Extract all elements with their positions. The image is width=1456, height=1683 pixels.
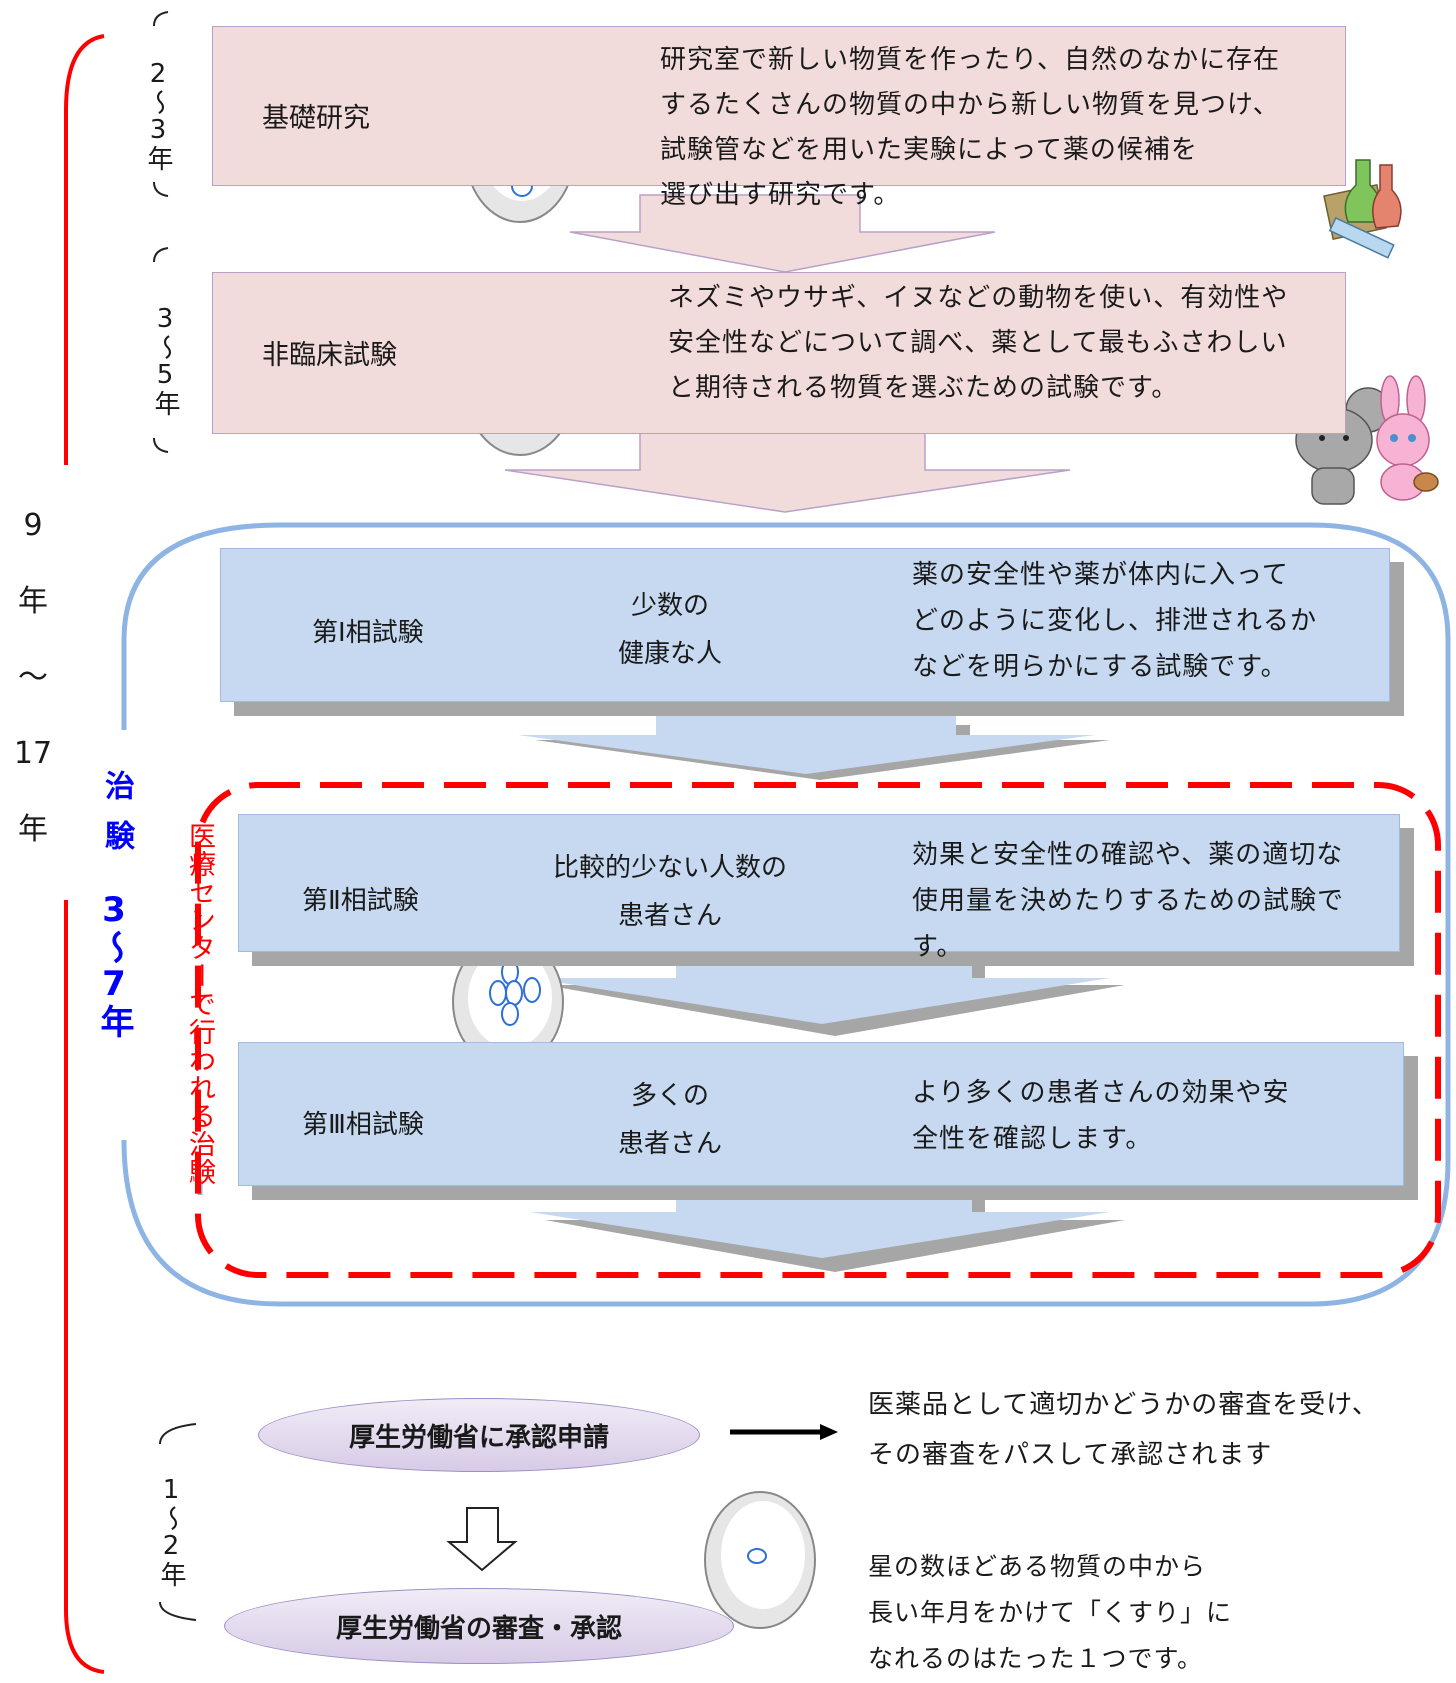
stage-nonclinical-label: 非臨床試験 <box>262 340 397 371</box>
total-years-char: 〜 <box>18 660 48 695</box>
years-bracket-nonclinical <box>153 247 169 453</box>
stage-basic-box <box>212 26 1346 186</box>
arrow-basic-to-nonclinical <box>569 194 996 273</box>
arrow-apply-note-head <box>820 1424 838 1440</box>
total-years-char: 年 <box>18 812 48 847</box>
years-bracket-basic <box>153 11 169 197</box>
desc-line: ネズミやウサギ、イヌなどの動物を使い、有効性や <box>668 283 1289 313</box>
apply-note: 医薬品として適切かどうかの審査を受け、 その審査をパスして承認されます <box>868 1380 1448 1480</box>
desc-line: どのように変化し、排泄されるか <box>912 606 1318 636</box>
years-approval: 1〜2年 <box>156 1475 186 1587</box>
desc-line: す。 <box>912 932 964 962</box>
total-years-char: 9 <box>23 508 43 543</box>
phase2-box <box>238 814 1400 952</box>
lab-flask-icon <box>1323 159 1402 259</box>
desc-line: 薬の安全性や薬が体内に入って <box>912 560 1289 590</box>
arrow-apply-to-review <box>446 1507 518 1572</box>
desc-line: と期待される物質を選ぶための試験です。 <box>668 373 1179 403</box>
stage-nonclinical-desc: ネズミやウサギ、イヌなどの動物を使い、有効性や 安全性などについて調べ、薬として… <box>668 276 1358 411</box>
phase2-label: 第Ⅱ相試験 <box>302 886 419 916</box>
note-line: 長い年月をかけて「くすり」に <box>868 1598 1233 1627</box>
trial-label: 治験 <box>99 770 134 870</box>
desc-line: より多くの患者さんの効果や安 <box>912 1078 1290 1108</box>
review-oval: 厚生労働省の審査・承認 <box>224 1588 734 1664</box>
who-line: 比較的少ない人数の <box>552 853 787 883</box>
years-bracket-approval <box>159 1423 197 1621</box>
note-line: その審査をパスして承認されます <box>868 1440 1273 1470</box>
total-years-char: 年 <box>18 584 48 619</box>
desc-line: するたくさんの物質の中から新しい物質を見つけ、 <box>660 90 1280 120</box>
arrow-phase3-to-approval <box>530 1188 1110 1258</box>
note-line: 医薬品として適切かどうかの審査を受け、 <box>868 1390 1379 1420</box>
desc-line: 研究室で新しい物質を作ったり、自然のなかに存在 <box>660 45 1280 75</box>
desc-line: 試験管などを用いた実験によって薬の候補を <box>660 135 1198 165</box>
phase3-desc: より多くの患者さんの効果や安 全性を確認します。 <box>912 1070 1372 1162</box>
who-line: 患者さん <box>617 1129 722 1159</box>
medical-center-label: 医療センターで行われる治験 <box>184 822 215 1186</box>
note-line: なれるのはたった１つです。 <box>868 1644 1204 1673</box>
phase2-desc: 効果と安全性の確認や、薬の適切な 使用量を決めたりするための試験で す。 <box>912 832 1392 970</box>
years-nonclinical: 3〜5年 <box>150 304 180 416</box>
total-years-char: 17 <box>13 736 53 771</box>
desc-line: 安全性などについて調べ、薬として最もふさわしい <box>668 328 1288 358</box>
total-bracket-top <box>64 34 105 465</box>
petri-dish-final-icon <box>704 1491 816 1629</box>
total-bracket-bottom <box>64 900 105 1674</box>
phase1-label: 第Ⅰ相試験 <box>312 618 424 648</box>
stage-basic-desc: 研究室で新しい物質を作ったり、自然のなかに存在 するたくさんの物質の中から新しい… <box>660 38 1350 218</box>
phase1-box <box>220 548 1390 702</box>
who-line: 少数の <box>630 591 709 621</box>
note-line: 星の数ほどある物質の中から <box>868 1552 1207 1581</box>
years-basic: 2〜3年 <box>143 59 173 171</box>
stage-nonclinical-box <box>212 272 1346 434</box>
total-years: 9 年 〜 17 年 <box>10 488 56 868</box>
arrow-phase1-to-2 <box>518 712 1095 774</box>
arrow-phase2-to-3 <box>530 952 1110 1024</box>
trial-duration: 3〜7年 <box>94 890 134 1038</box>
rabbit-icon <box>1376 375 1439 501</box>
phase1-desc: 薬の安全性や薬が体内に入って どのように変化し、排泄されるか などを明らかにする… <box>912 552 1372 690</box>
closing-note: 星の数ほどある物質の中から 長い年月をかけて「くすり」に なれるのはたった１つで… <box>868 1544 1428 1682</box>
phase2-who: 比較的少ない人数の 患者さん <box>530 844 810 940</box>
arrow-nonclinical-to-trial <box>504 431 1071 513</box>
phase3-label: 第Ⅲ相試験 <box>302 1110 424 1140</box>
desc-line: 使用量を決めたりするための試験で <box>912 886 1345 916</box>
phase1-who: 少数の 健康な人 <box>570 582 770 678</box>
medical-center-frame <box>195 782 1441 1278</box>
desc-line: 効果と安全性の確認や、薬の適切な <box>912 840 1344 870</box>
desc-line: 全性を確認します。 <box>912 1124 1153 1154</box>
desc-line: などを明らかにする試験です。 <box>912 652 1288 682</box>
desc-line: 選び出す研究です。 <box>660 180 901 210</box>
who-line: 多くの <box>630 1081 709 1111</box>
who-line: 患者さん <box>617 901 722 931</box>
stage-basic-label: 基礎研究 <box>262 103 370 134</box>
who-line: 健康な人 <box>617 639 722 669</box>
phase3-box <box>238 1042 1404 1186</box>
phase3-who: 多くの 患者さん <box>570 1072 770 1168</box>
apply-oval: 厚生労働省に承認申請 <box>258 1398 700 1472</box>
